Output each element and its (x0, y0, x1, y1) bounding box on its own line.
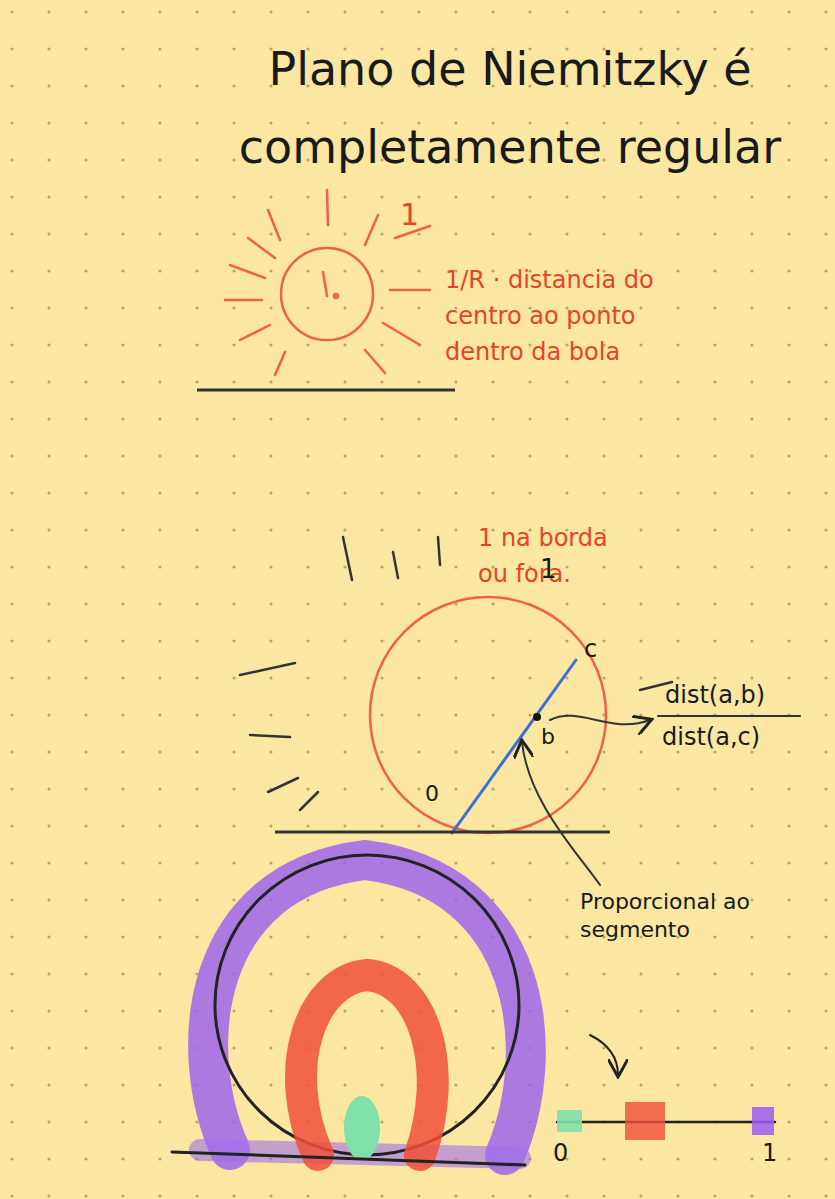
axis-label: 1 (762, 1138, 777, 1168)
baseline (275, 831, 610, 834)
fraction-denominator: dist(a,c) (662, 722, 760, 752)
value-label: 1 (400, 196, 419, 234)
value-label: 1 (540, 553, 557, 586)
fraction-numerator: dist(a,b) (665, 680, 765, 710)
note-text: 1/R · distancia do centro ao ponto dentr… (445, 262, 680, 370)
neighbourhood-figure (172, 855, 775, 1165)
page-title: Plano de Niemitzky é completamente regul… (210, 30, 810, 186)
point-label: 0 (425, 780, 439, 808)
note-text: Proporcional ao segmento (580, 888, 770, 943)
point-label: b (541, 723, 555, 751)
baseline (197, 389, 455, 392)
axis-label: 0 (553, 1138, 568, 1168)
point-label: c (584, 634, 597, 664)
second-circle (240, 537, 800, 885)
first-sun (225, 190, 430, 375)
